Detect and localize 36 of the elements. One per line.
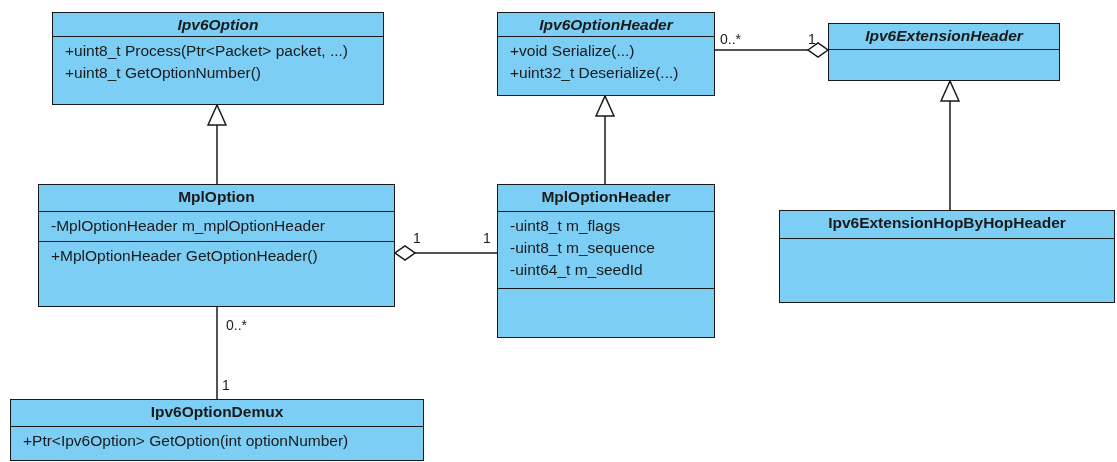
- association-line: [216, 306, 218, 400]
- class-box: [497, 184, 715, 338]
- class-box: [828, 23, 1060, 81]
- class-name: Ipv6Option: [177, 15, 259, 35]
- multiplicity-label: 1: [483, 230, 491, 246]
- multiplicity-label: 0..*: [720, 31, 741, 47]
- multiplicity-label: 1: [222, 377, 230, 393]
- class-member: +uint8_t GetOptionNumber(): [65, 63, 261, 83]
- multiplicity-label: 1: [808, 31, 816, 47]
- multiplicity-label: 1: [413, 230, 421, 246]
- multiplicity-label: 0..*: [226, 317, 247, 333]
- class-member: +void Serialize(...): [510, 41, 635, 61]
- aggregation-line: [714, 42, 829, 58]
- class-member: -uint8_t m_sequence: [510, 238, 655, 258]
- class-name: Ipv6OptionHeader: [539, 15, 673, 35]
- class-name: MplOption: [178, 187, 255, 207]
- class-box: [52, 12, 384, 105]
- class-name: Ipv6OptionDemux: [150, 402, 284, 422]
- class-name: MplOptionHeader: [541, 187, 671, 207]
- class-name: Ipv6ExtensionHopByHopHeader: [828, 213, 1066, 233]
- inheritance-arrow: [940, 80, 960, 211]
- class-member: +uint8_t Process(Ptr<Packet> packet, ...): [65, 41, 348, 61]
- class-member: -uint8_t m_flags: [510, 216, 621, 236]
- aggregation-line: [394, 245, 498, 261]
- class-box: [38, 184, 395, 307]
- class-member: +Ptr<Ipv6Option> GetOption(int optionNumber): [23, 431, 349, 451]
- class-box: [779, 210, 1115, 303]
- inheritance-arrow: [207, 104, 227, 185]
- class-box: [497, 12, 715, 96]
- class-member: +uint32_t Deserialize(...): [510, 63, 679, 83]
- class-member: -MplOptionHeader m_mplOptionHeader: [51, 216, 325, 236]
- class-name: Ipv6ExtensionHeader: [865, 26, 1023, 46]
- class-box: [10, 399, 424, 461]
- inheritance-arrow: [595, 95, 615, 185]
- class-member: -uint64_t m_seedId: [510, 260, 643, 280]
- class-member: +MplOptionHeader GetOptionHeader(): [51, 246, 318, 266]
